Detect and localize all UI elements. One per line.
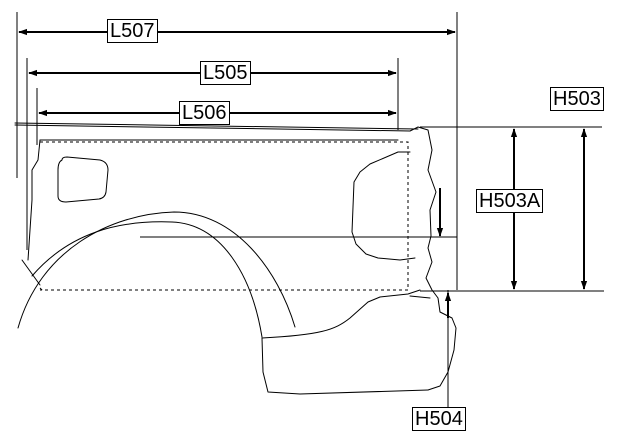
- l507-label: L507: [107, 19, 158, 43]
- l506-label: L506: [179, 101, 230, 125]
- hidden-lines: [39, 141, 409, 293]
- l505-label: L505: [200, 61, 251, 85]
- body-outline: [14, 122, 457, 395]
- h503a-label: H503A: [476, 189, 544, 213]
- h504-label: H504: [412, 407, 466, 431]
- h503-label: H503: [550, 87, 604, 111]
- dimension-lines: [18, 28, 588, 318]
